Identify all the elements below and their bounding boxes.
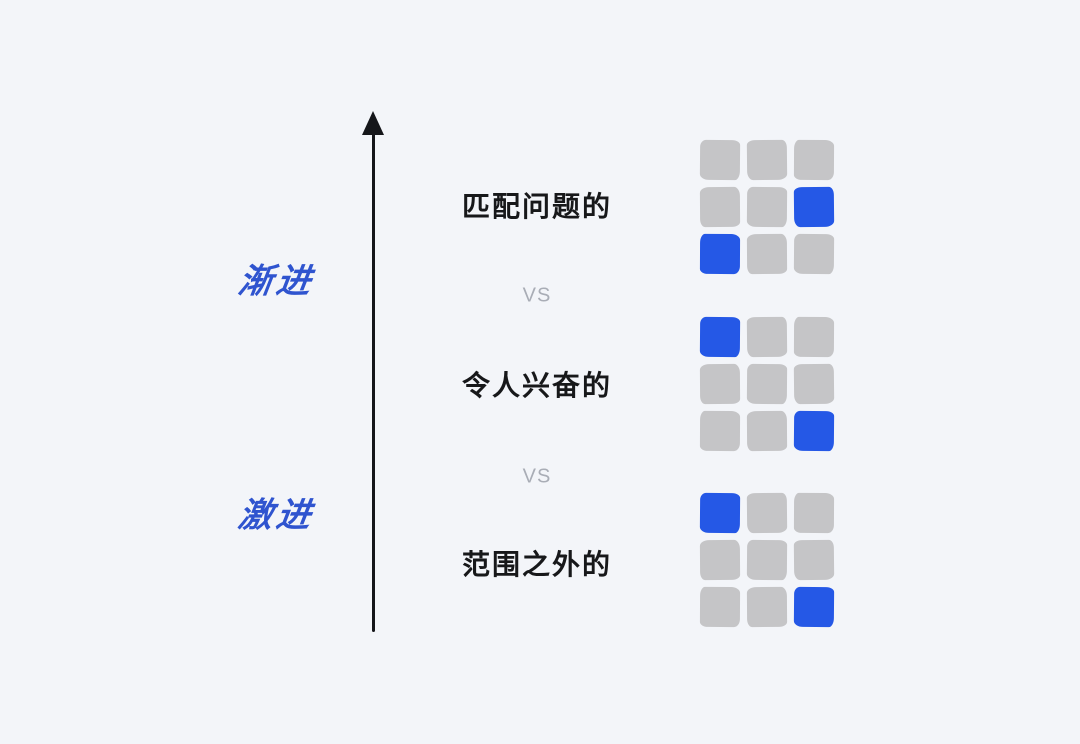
grid-cell <box>746 363 788 405</box>
grid-cell-highlighted <box>699 316 741 358</box>
grid-cell <box>746 492 788 534</box>
grid-cell <box>746 586 788 628</box>
grid-cell <box>746 139 788 181</box>
axis-line <box>372 128 375 632</box>
grid-cell <box>793 139 835 181</box>
grid-cell <box>746 186 788 228</box>
item-label-out-of-scope: 范围之外的 <box>461 549 613 580</box>
vs-separator-2: VS <box>522 465 552 488</box>
grid-cell <box>793 492 835 534</box>
grid-cell <box>699 539 741 581</box>
grid-cell-highlighted <box>793 410 835 452</box>
vs-separator-1: VS <box>522 284 552 307</box>
grid-cell <box>746 233 788 275</box>
item-label-matching-problem: 匹配问题的 <box>461 191 613 222</box>
grid-cell <box>699 586 741 628</box>
grid-cell-highlighted <box>699 233 741 275</box>
grid-cell <box>793 539 835 581</box>
grid-cell <box>793 363 835 405</box>
grid-cell-highlighted <box>793 586 835 628</box>
grid-out-of-scope <box>699 492 835 628</box>
axis-arrowhead-up-icon <box>362 111 384 135</box>
grid-cell <box>746 539 788 581</box>
grid-cell <box>699 139 741 181</box>
grid-cell-highlighted <box>793 186 835 228</box>
axis-label-radical: 激进 <box>235 496 318 535</box>
grid-matching-problem <box>699 139 835 275</box>
axis-label-gradual: 渐进 <box>235 262 318 301</box>
grid-cell <box>746 316 788 358</box>
grid-cell <box>699 363 741 405</box>
grid-cell <box>793 233 835 275</box>
grid-cell <box>793 316 835 358</box>
grid-cell-highlighted <box>699 492 741 534</box>
grid-exciting <box>699 316 835 452</box>
grid-cell <box>746 410 788 452</box>
grid-cell <box>699 186 741 228</box>
grid-cell <box>699 410 741 452</box>
item-label-exciting: 令人兴奋的 <box>461 370 613 401</box>
